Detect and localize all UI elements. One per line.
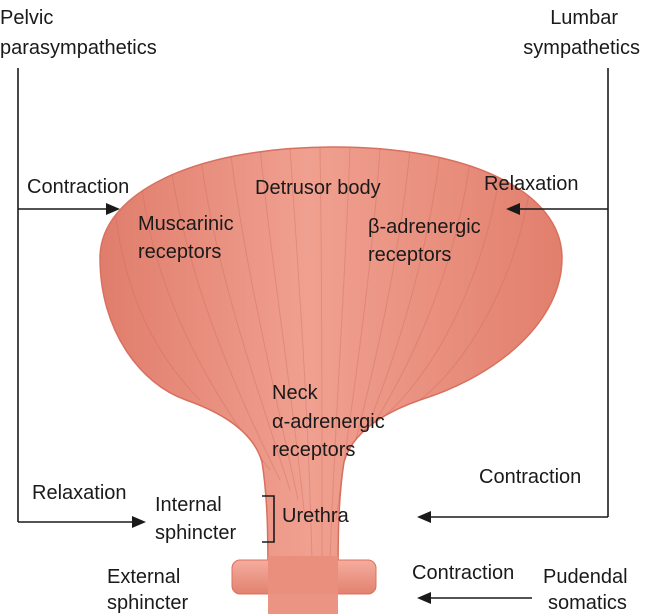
muscarinic-label-line2: receptors <box>138 240 221 264</box>
beta-adrenergic-label-line2: receptors <box>368 243 451 267</box>
muscarinic-label-line1: Muscarinic <box>138 212 234 236</box>
pudendal-label-line1: Pudendal <box>543 565 628 589</box>
detrusor-body-label: Detrusor body <box>255 176 381 200</box>
arrowhead-relaxation-left <box>132 516 146 528</box>
contraction-bottom-label: Contraction <box>412 561 514 585</box>
internal-sphincter-label-line1: Internal <box>155 493 222 517</box>
pudendal-label-line2: somatics <box>548 591 627 615</box>
pelvic-label-line1: Pelvic <box>0 6 53 30</box>
external-sphincter-label-line2: sphincter <box>107 591 188 615</box>
beta-adrenergic-label-line1: β-adrenergic <box>368 215 481 239</box>
arrowhead-contraction-right <box>417 511 431 523</box>
contraction-right-label: Contraction <box>479 465 581 489</box>
external-sphincter-label-line1: External <box>107 565 180 589</box>
alpha-adrenergic-label-line1: α-adrenergic <box>272 410 385 434</box>
neck-label: Neck <box>272 381 318 405</box>
contraction-left-label: Contraction <box>27 175 129 199</box>
external-sphincter-shape <box>232 556 376 614</box>
relaxation-left-label: Relaxation <box>32 481 127 505</box>
urethra-label: Urethra <box>282 504 349 528</box>
internal-sphincter-label-line2: sphincter <box>155 521 236 545</box>
pelvic-label-line2: parasympathetics <box>0 36 157 60</box>
relaxation-right-label: Relaxation <box>484 172 579 196</box>
alpha-adrenergic-label-line2: receptors <box>272 438 355 462</box>
lumbar-label-line1: Lumbar <box>550 6 618 30</box>
lumbar-label-line2: sympathetics <box>523 36 640 60</box>
arrowhead-contraction-bottom <box>417 592 431 604</box>
